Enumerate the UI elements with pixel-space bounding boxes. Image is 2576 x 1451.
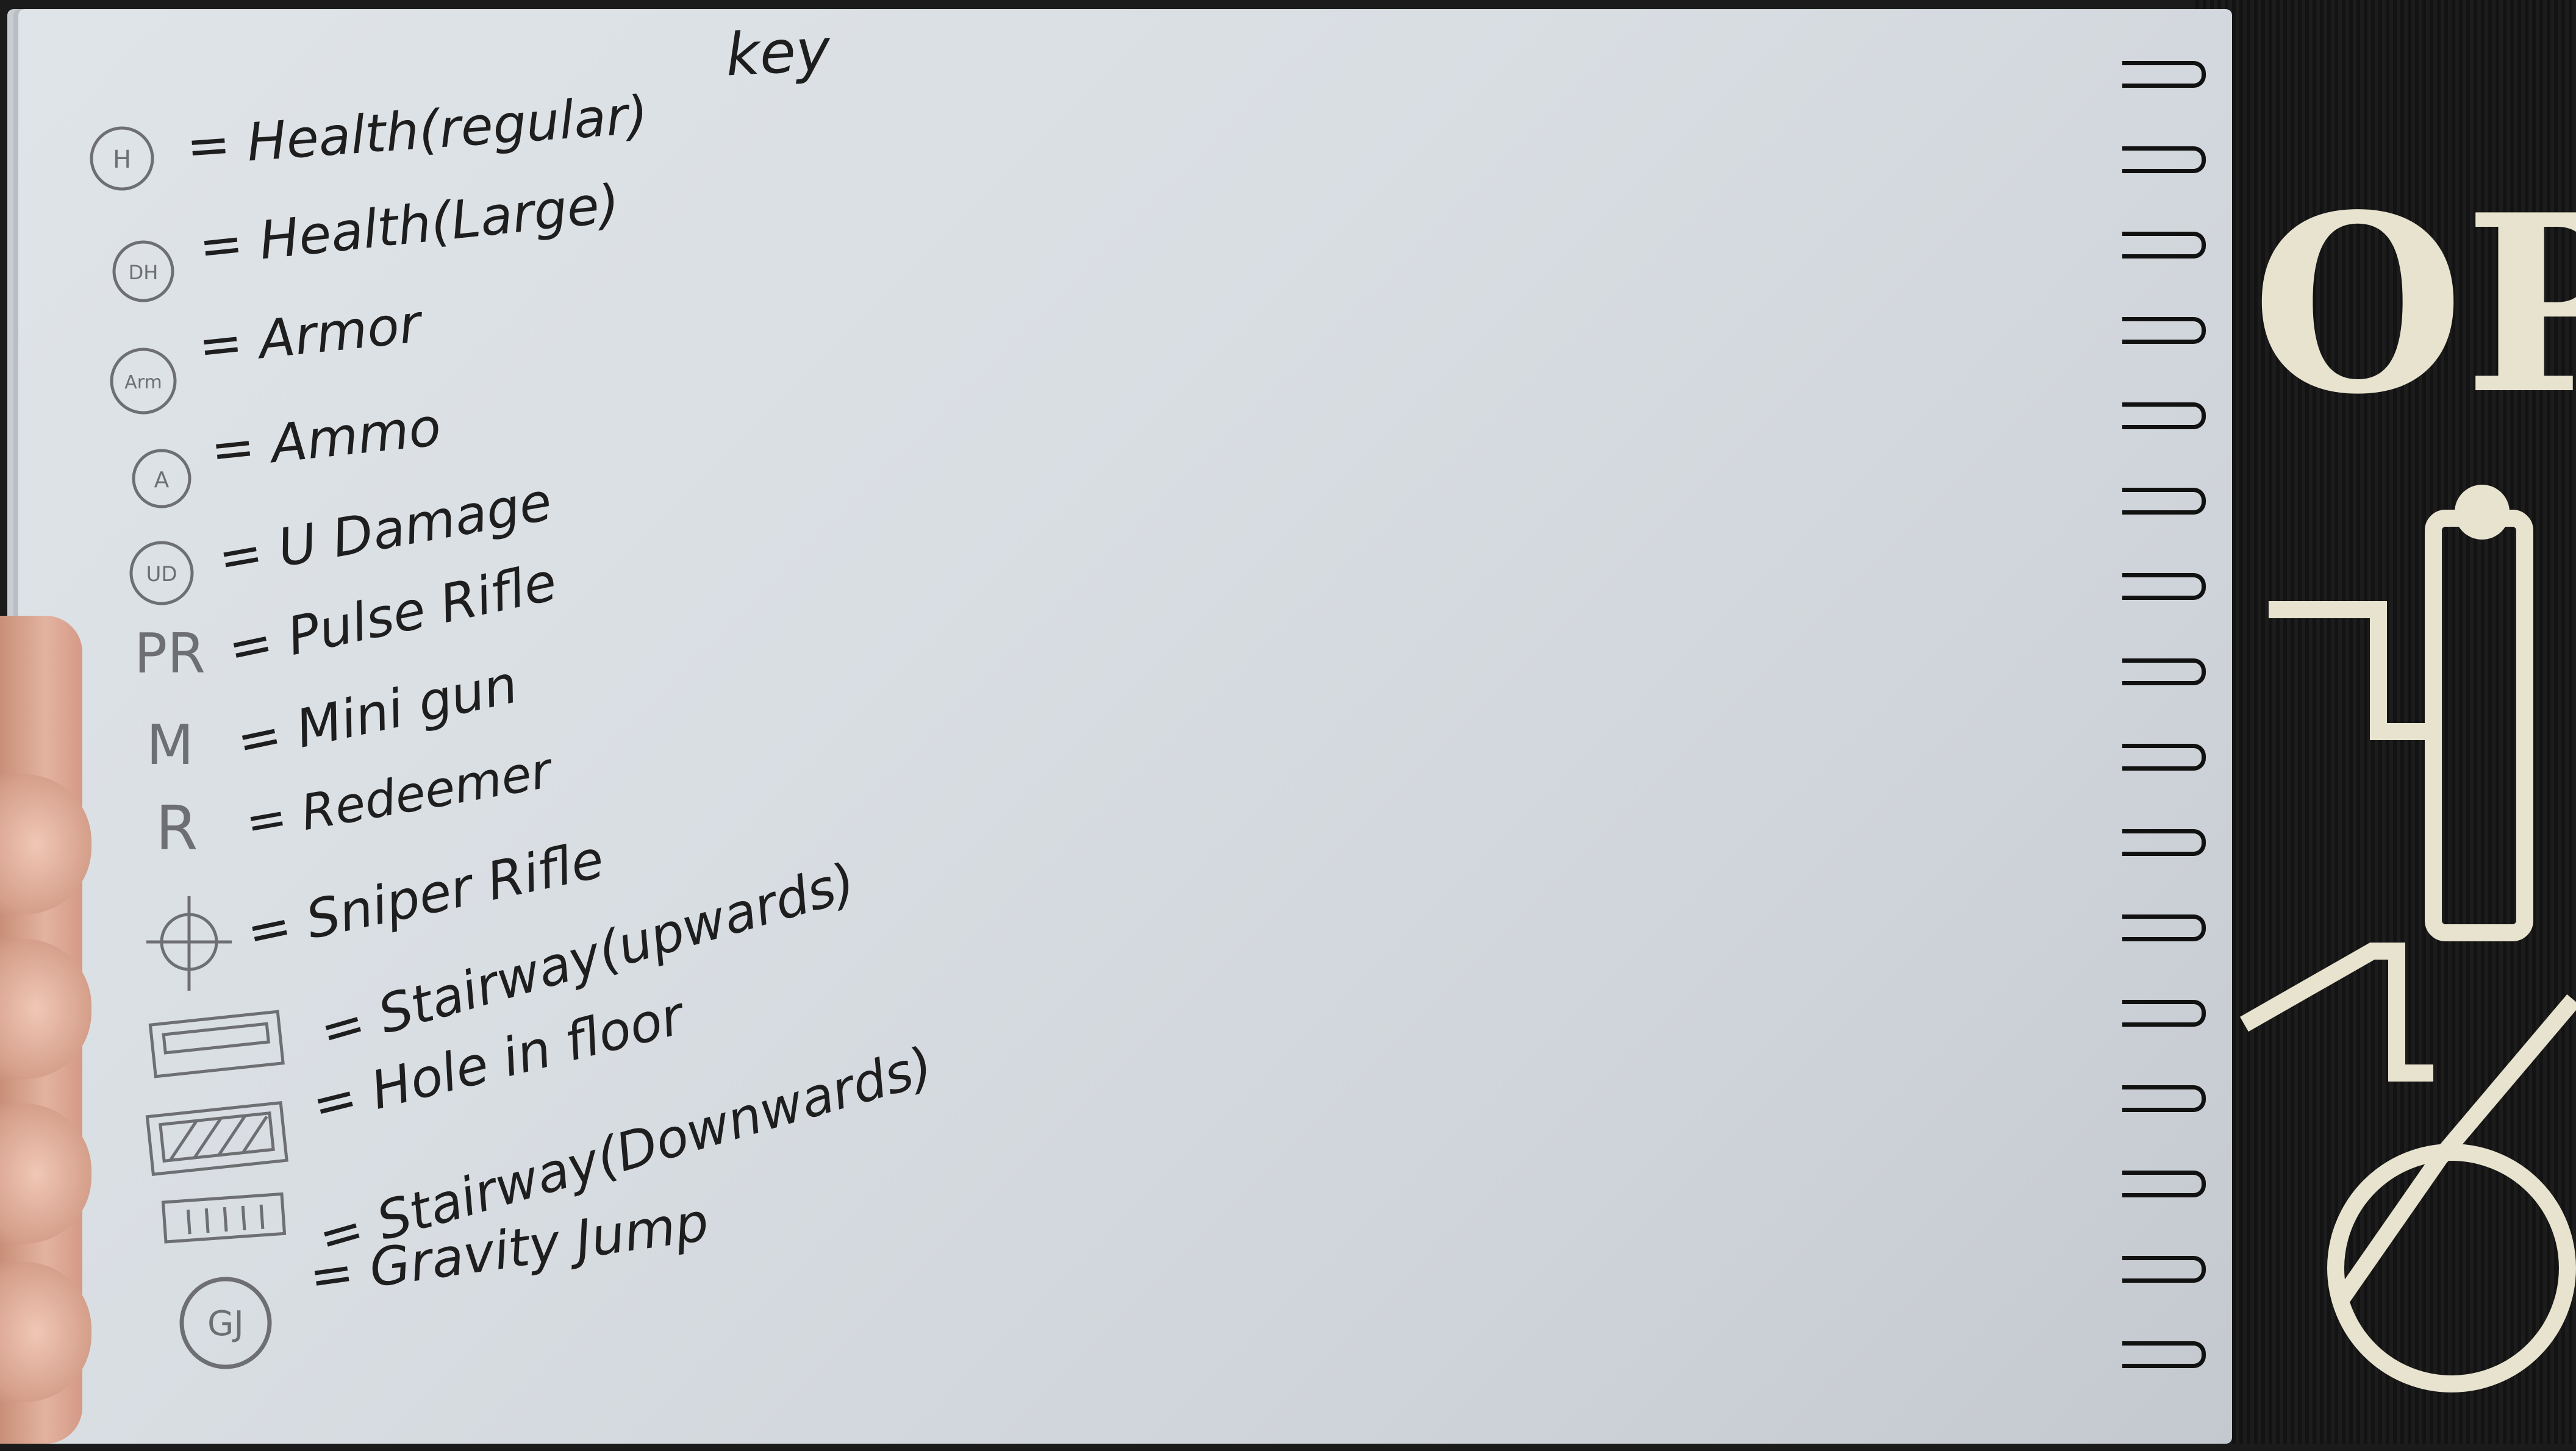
- dark-shirt-background: OP: [2195, 0, 2576, 1444]
- svg-text:GJ: GJ: [207, 1304, 244, 1344]
- armor-icon: Arm: [110, 348, 177, 415]
- svg-text:H: H: [113, 146, 131, 174]
- stairway-upwards-icon: [148, 1010, 285, 1078]
- shirt-print-text: OP: [2252, 162, 2576, 448]
- holding-hand: [0, 616, 91, 1444]
- shirt-print-graphic: [2240, 485, 2576, 1392]
- svg-text:A: A: [154, 468, 170, 493]
- ammo-icon: A: [132, 449, 191, 508]
- redeemer-symbol: R: [156, 793, 198, 864]
- svg-text:DH: DH: [129, 261, 159, 284]
- svg-text:Arm: Arm: [124, 372, 162, 393]
- health-regular-icon: H: [90, 126, 154, 191]
- minigun-symbol: M: [146, 713, 194, 777]
- u-damage-icon: UD: [129, 541, 194, 605]
- crosshair-icon: [146, 896, 232, 991]
- pulse-rifle-symbol: PR: [134, 622, 206, 686]
- key-title: key: [724, 15, 832, 90]
- stairway-downwards-icon: [161, 1192, 287, 1244]
- svg-text:UD: UD: [146, 562, 177, 586]
- health-large-icon: DH: [112, 240, 174, 302]
- sketchbook-page: [18, 9, 2232, 1444]
- hole-in-floor-icon: [145, 1100, 288, 1176]
- gravity-jump-icon: GJ: [179, 1277, 272, 1369]
